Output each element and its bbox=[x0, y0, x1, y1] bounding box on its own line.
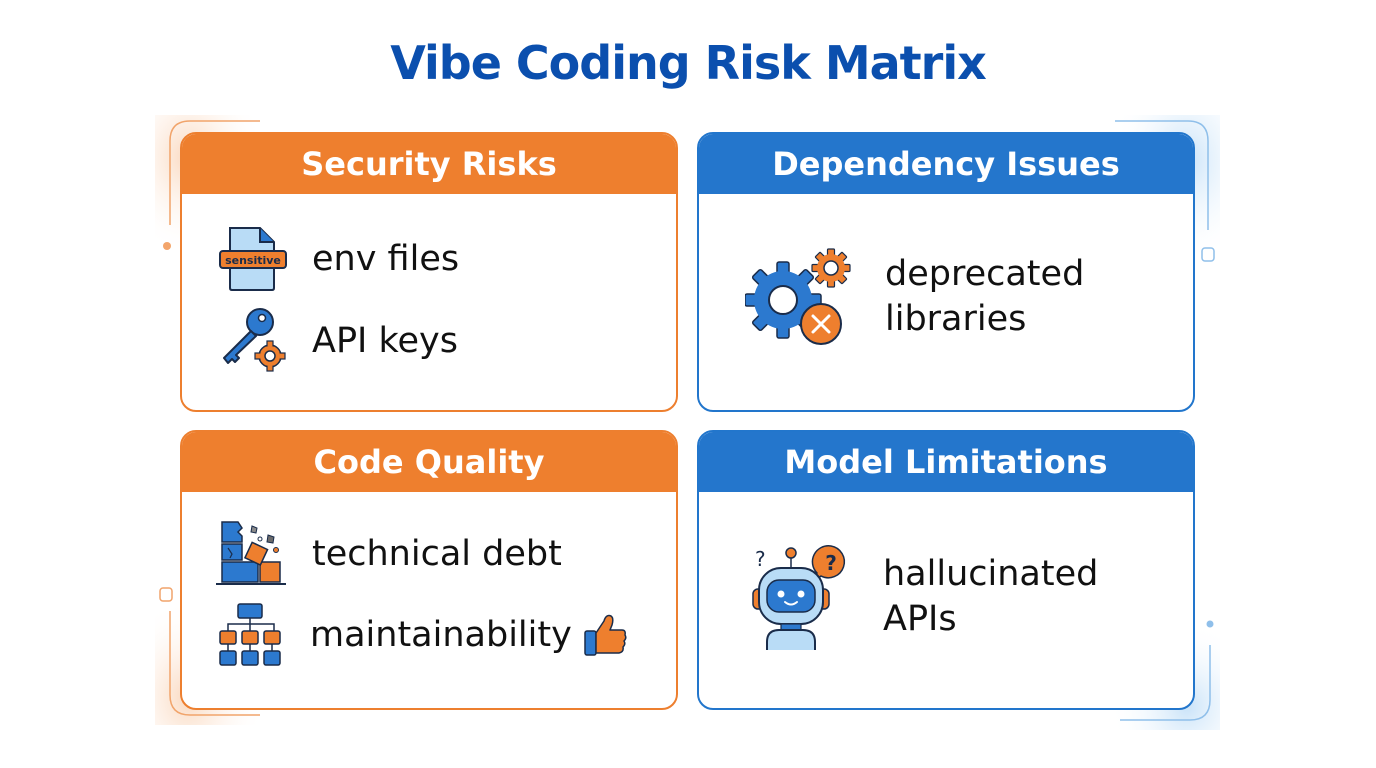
card-header: Code Quality bbox=[182, 432, 676, 492]
item-label: maintainability bbox=[310, 614, 572, 655]
item-label-line1: deprecated bbox=[885, 253, 1085, 294]
list-item-env-files: sensitive env files bbox=[218, 224, 459, 294]
card-model-limitations: Model Limitations ? ? hallucinated bbox=[697, 430, 1195, 710]
sensitive-file-icon: sensitive bbox=[219, 227, 287, 291]
item-label: API keys bbox=[312, 320, 458, 361]
item-label-line2: APIs bbox=[883, 599, 957, 639]
page-title: Vibe Coding Risk Matrix bbox=[390, 36, 987, 90]
svg-text:?: ? bbox=[825, 551, 837, 575]
key-gear-icon bbox=[223, 308, 286, 372]
item-label-line2: libraries bbox=[885, 298, 1027, 339]
list-item-hallucinated-apis: ? ? hallucinated APIs bbox=[743, 542, 1098, 652]
card-security-risks: Security Risks sensitive env files bbox=[180, 132, 678, 412]
card-dependency-issues: Dependency Issues bbox=[697, 132, 1195, 412]
svg-text:?: ? bbox=[755, 547, 766, 571]
gears-error-icon bbox=[745, 248, 851, 345]
item-label-line1: hallucinated bbox=[883, 554, 1099, 594]
card-code-quality: Code Quality technical debt bbox=[180, 430, 678, 710]
card-header: Model Limitations bbox=[699, 432, 1193, 492]
hierarchy-icon bbox=[219, 603, 281, 666]
list-item-deprecated-libraries: deprecated libraries bbox=[745, 244, 1084, 349]
confused-robot-icon: ? ? bbox=[752, 545, 846, 650]
item-label: env files bbox=[312, 238, 460, 279]
list-item-technical-debt: technical debt bbox=[216, 520, 562, 588]
item-label: technical debt bbox=[312, 533, 562, 574]
list-item-maintainability: maintainability bbox=[218, 602, 630, 668]
card-header: Security Risks bbox=[182, 134, 676, 194]
card-header: Dependency Issues bbox=[699, 134, 1193, 194]
thumbs-up-icon bbox=[584, 614, 627, 656]
svg-text:sensitive: sensitive bbox=[225, 254, 281, 267]
crumbling-blocks-icon bbox=[216, 521, 286, 585]
list-item-api-keys: API keys bbox=[218, 306, 458, 376]
